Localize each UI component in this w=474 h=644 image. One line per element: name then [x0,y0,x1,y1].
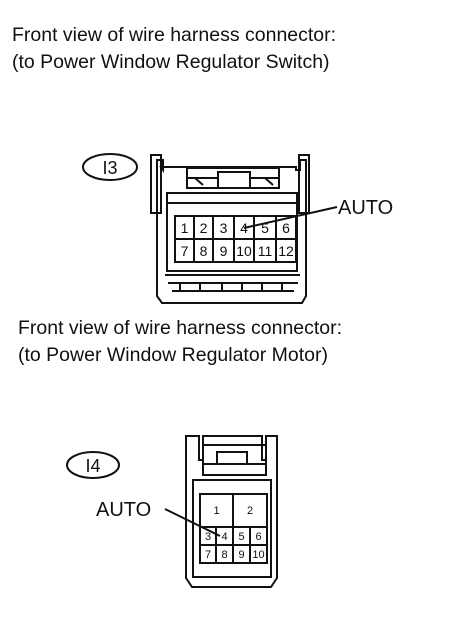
caption-line-1: Front view of wire harness connector: [18,317,343,339]
terminal-4: 4 [221,531,227,543]
connector-code-oval [82,153,138,181]
terminal-12: 12 [278,243,294,259]
terminal-5: 5 [238,531,244,543]
terminal-labels: 1 2 3 4 5 6 7 8 9 10 [205,505,265,561]
latch [217,171,251,189]
terminal-10: 10 [252,549,264,561]
terminal-8: 8 [200,243,208,259]
terminal-7: 7 [205,549,211,561]
terminal-5: 5 [261,220,269,236]
connector-i4 [66,435,278,588]
terminal-2: 2 [200,220,208,236]
auto-callout-label: AUTO [96,499,151,521]
terminal-2: 2 [247,505,253,517]
caption-line-2: (to Power Window Regulator Switch) [12,51,330,73]
terminal-1: 1 [181,220,189,236]
connector-code-label: I4 [85,456,100,476]
side-tab-right [298,154,310,214]
terminal-6: 6 [255,531,261,543]
terminal-9: 9 [238,549,244,561]
connector-code-label: I3 [102,158,117,178]
auto-callout-label: AUTO [338,197,393,219]
caption-line-1: Front view of wire harness connector: [12,24,337,46]
terminal-1: 1 [213,505,219,517]
caption-line-2: (to Power Window Regulator Motor) [18,344,328,366]
terminal-9: 9 [220,243,228,259]
side-tab-left [150,154,162,214]
terminal-4: 4 [240,220,248,236]
terminal-labels: 1 2 3 4 5 6 7 8 9 10 11 12 [181,220,294,259]
connector-code-oval [66,451,120,479]
terminal-6: 6 [282,220,290,236]
auto-callout-leader [164,508,221,537]
latch-frame [202,444,267,476]
caption-switch-connector: Front view of wire harness connector: (t… [12,22,336,76]
latch [216,451,248,465]
terminal-3: 3 [205,531,211,543]
terminal-housing [192,479,272,578]
terminal-7: 7 [181,243,189,259]
terminal-3: 3 [220,220,228,236]
terminal-8: 8 [221,549,227,561]
connector-i3 [82,153,338,304]
caption-motor-connector: Front view of wire harness connector: (t… [18,315,342,369]
terminal-11: 11 [258,243,273,259]
auto-callout-leader [243,206,338,229]
terminal-10: 10 [236,243,252,259]
